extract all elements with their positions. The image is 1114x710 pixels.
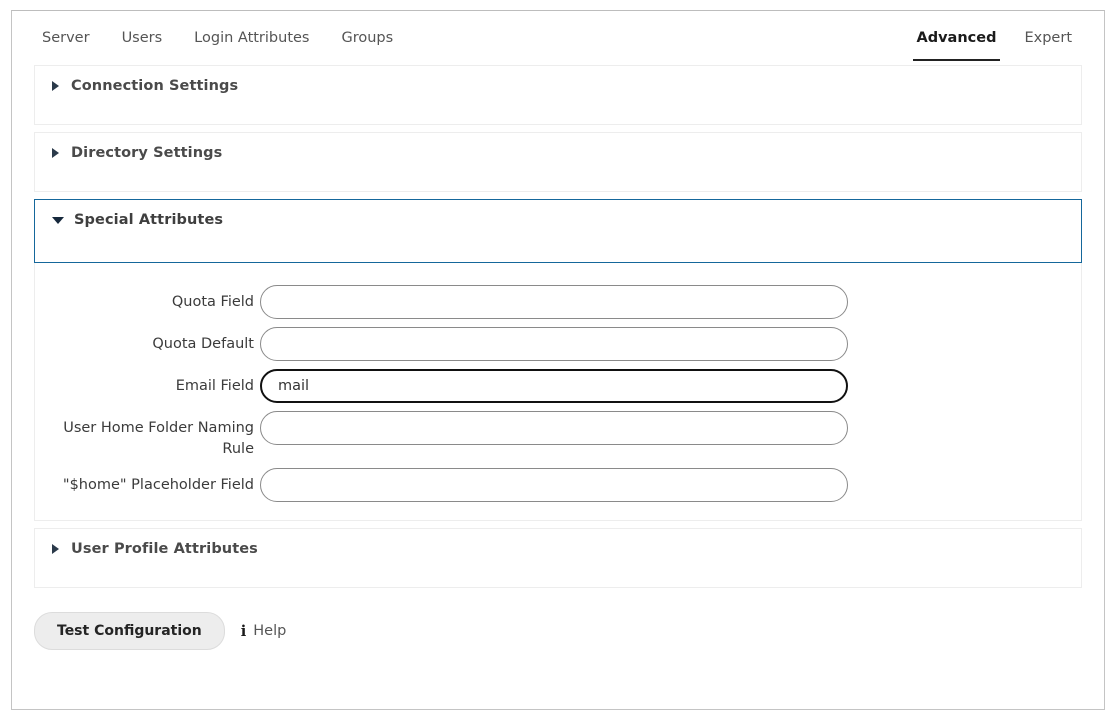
accordion-title-directory-settings: Directory Settings [71, 145, 223, 161]
tab-users[interactable]: Users [121, 30, 163, 46]
input-quota-field[interactable] [260, 285, 848, 319]
triangle-down-icon [52, 216, 64, 224]
form-row-user-home-folder-naming-rule: User Home Folder Naming Rule [35, 411, 1081, 460]
mode-tabs: Advanced Expert [903, 22, 1087, 61]
settings-accordion: Connection Settings Directory Settings S… [12, 65, 1104, 588]
triangle-right-icon [52, 81, 59, 91]
accordion-header-directory-settings[interactable]: Directory Settings [35, 133, 1081, 173]
label-quota-field: Quota Field [171, 294, 254, 310]
triangle-right-icon [52, 148, 59, 158]
input-email-field[interactable] [260, 369, 848, 403]
test-configuration-button[interactable]: Test Configuration [34, 612, 225, 650]
accordion-header-special-attributes[interactable]: Special Attributes [35, 200, 1081, 240]
help-label: Help [253, 623, 287, 639]
help-link[interactable]: i Help [241, 623, 287, 640]
input-user-home-folder-naming-rule[interactable] [260, 411, 848, 445]
settings-footer: Test Configuration i Help [12, 595, 1104, 650]
accordion-section-user-profile-attributes[interactable]: User Profile Attributes [34, 528, 1082, 588]
accordion-section-connection-settings[interactable]: Connection Settings [34, 65, 1082, 125]
label-email-field: Email Field [175, 378, 254, 394]
tab-groups[interactable]: Groups [341, 30, 394, 46]
info-icon: i [240, 622, 247, 640]
ldap-settings-container: Server Users Login Attributes Groups Adv… [11, 10, 1105, 710]
special-attributes-form: Quota Field Quota Default Email Field Us… [34, 263, 1082, 521]
accordion-title-user-profile-attributes: User Profile Attributes [71, 541, 258, 557]
accordion-title-connection-settings: Connection Settings [71, 78, 239, 94]
label-quota-default: Quota Default [152, 336, 254, 352]
tab-bar: Server Users Login Attributes Groups Adv… [12, 11, 1104, 65]
tab-login-attributes[interactable]: Login Attributes [194, 30, 310, 46]
form-row-quota-field: Quota Field [35, 285, 1081, 319]
label-user-home-folder-naming-rule: User Home Folder Naming Rule [63, 420, 254, 457]
accordion-title-special-attributes: Special Attributes [74, 212, 224, 228]
tab-server[interactable]: Server [42, 30, 90, 46]
input-home-placeholder-field[interactable] [260, 468, 848, 502]
form-row-email-field: Email Field [35, 369, 1081, 403]
label-home-placeholder-field: "$home" Placeholder Field [62, 477, 254, 493]
form-row-quota-default: Quota Default [35, 327, 1081, 361]
accordion-header-connection-settings[interactable]: Connection Settings [35, 66, 1081, 106]
primary-tabs: Server Users Login Attributes Groups [32, 22, 409, 54]
tab-expert[interactable]: Expert [1024, 30, 1072, 46]
triangle-right-icon [52, 544, 59, 554]
accordion-section-special-attributes[interactable]: Special Attributes [34, 199, 1082, 263]
input-quota-default[interactable] [260, 327, 848, 361]
tab-advanced[interactable]: Advanced [903, 22, 1011, 61]
accordion-header-user-profile-attributes[interactable]: User Profile Attributes [35, 529, 1081, 569]
form-row-home-placeholder-field: "$home" Placeholder Field [35, 468, 1081, 502]
accordion-section-directory-settings[interactable]: Directory Settings [34, 132, 1082, 192]
